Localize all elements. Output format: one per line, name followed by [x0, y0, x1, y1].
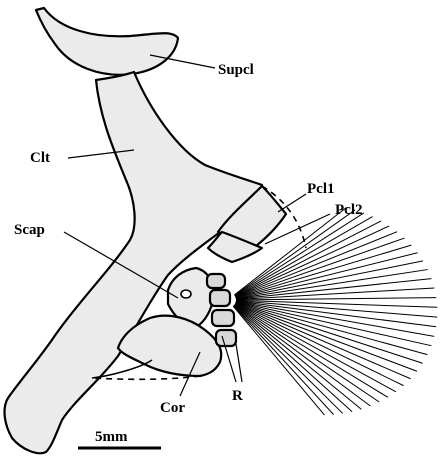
coracoid-outline [92, 376, 200, 379]
fin-ray [235, 304, 388, 397]
supracleithrum [36, 8, 178, 75]
label-cor: Cor [160, 400, 185, 416]
radial-4 [216, 330, 236, 346]
fin-ray [235, 304, 380, 402]
radial-1 [207, 274, 225, 288]
fin-ray [233, 306, 333, 415]
label-pcl1: Pcl1 [307, 181, 335, 197]
radial-3 [212, 310, 234, 326]
fin-ray [236, 302, 423, 363]
label-pcl2: Pcl2 [335, 202, 363, 218]
label-scap: Scap [14, 222, 45, 238]
label-r: R [232, 388, 243, 404]
scale-bar: 5mm [78, 429, 161, 448]
leader-r2 [236, 344, 242, 382]
scale-bar-label: 5mm [95, 429, 128, 445]
fin-ray [234, 305, 361, 409]
fin-ray [236, 302, 428, 355]
label-supcl: Supcl [218, 62, 254, 78]
cleithrum [5, 72, 262, 453]
radial-2 [210, 290, 230, 306]
label-clt: Clt [30, 150, 50, 166]
scapular-foramen [181, 290, 191, 298]
fin-ray [235, 303, 410, 379]
